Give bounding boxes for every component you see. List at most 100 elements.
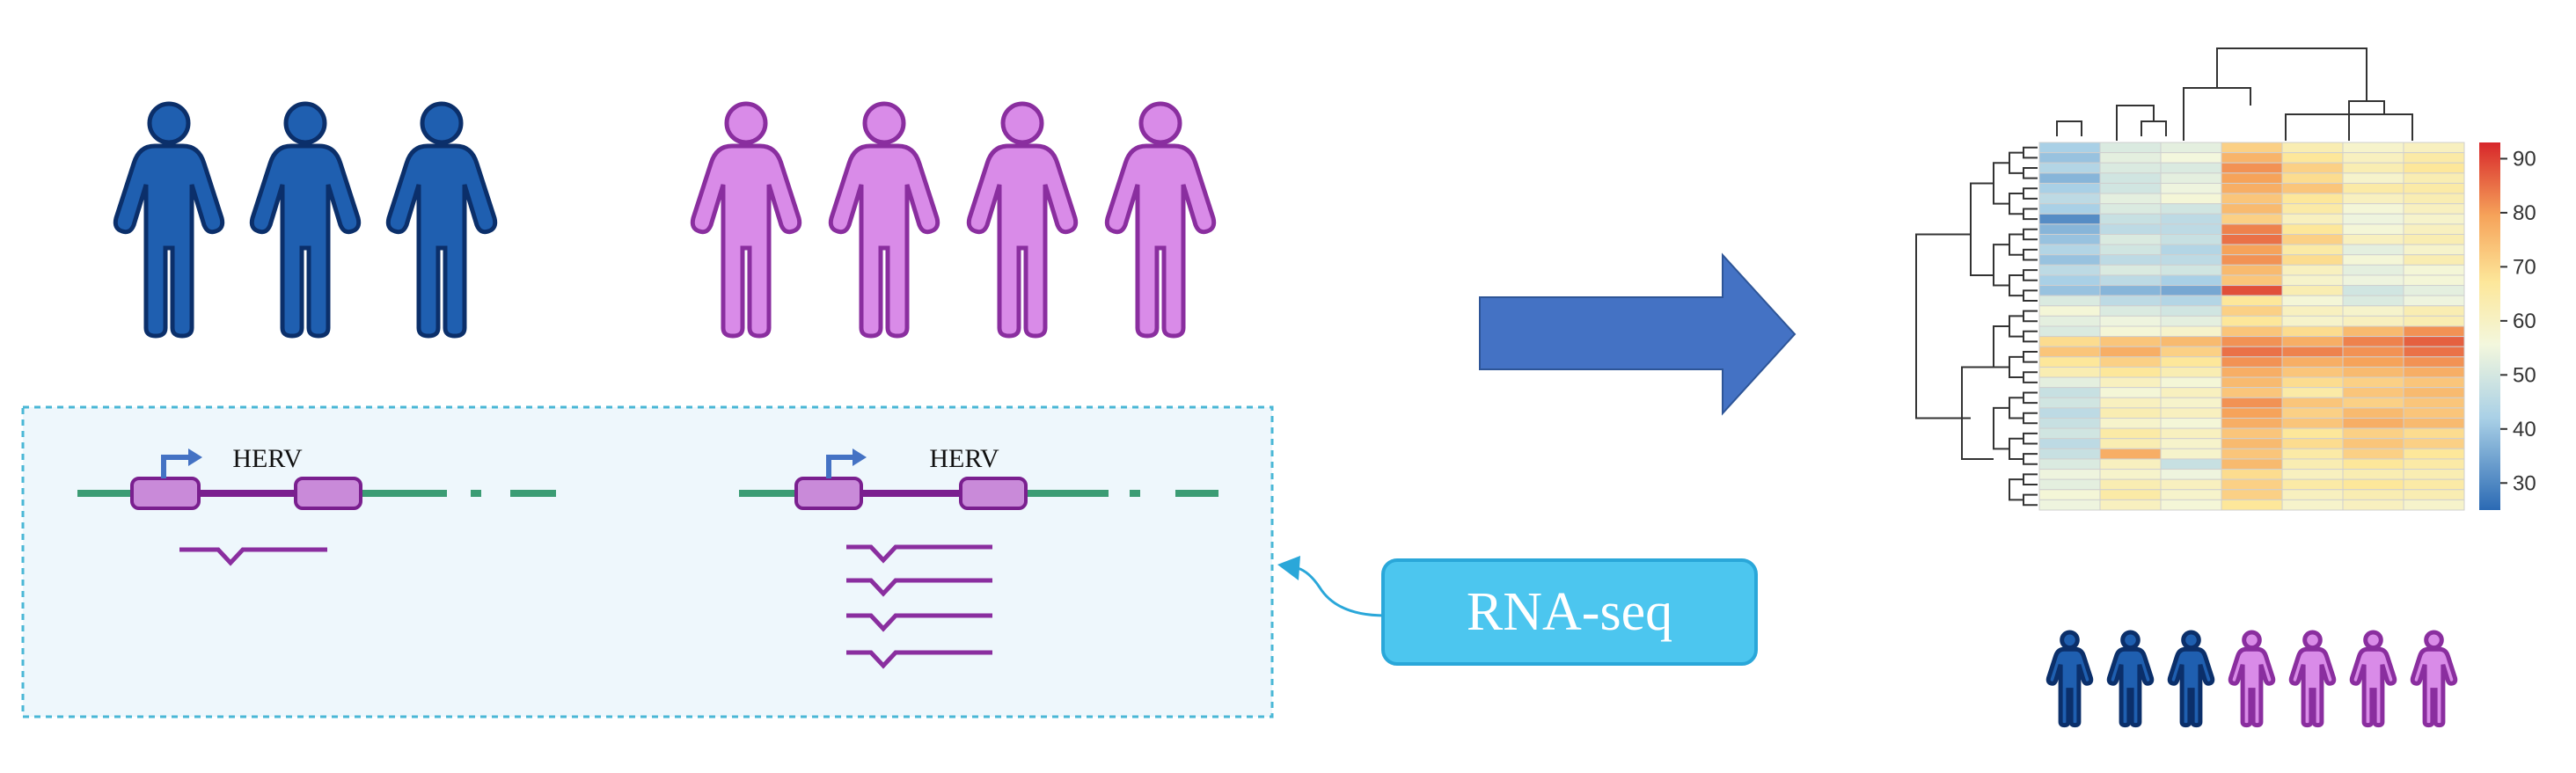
heatmap-cell [2281,407,2344,419]
heatmap-cell [2342,356,2404,368]
heatmap-cell [2160,499,2222,511]
heatmap-cell [2281,274,2344,287]
person-icon [252,104,358,336]
heatmap-cell [2221,448,2283,460]
dendrogram-branch [2009,437,2023,460]
heatmap-cell [2038,213,2101,225]
heatmap-cell [2038,376,2101,389]
genome-panel-frame [21,405,1274,718]
colorbar-tick-label: 80 [2513,201,2536,225]
heatmap-cell [2038,254,2101,266]
heatmap-cell [2099,305,2162,317]
heatmap-cell [2038,458,2101,470]
heatmap-cell [2038,315,2101,327]
heatmap-cell [2403,438,2465,449]
process-arrow-icon [1479,252,1797,416]
heatmap-cell [2403,182,2465,194]
heatmap-cell [2281,234,2344,245]
heatmap-cell [2038,244,2101,256]
heatmap-cell [2160,346,2222,358]
transcript-read [846,578,992,597]
heatmap-cell [2403,356,2465,368]
heatmap-cell [2221,418,2283,429]
heatmap-cell [2342,182,2404,194]
heatmap-cell [2160,458,2222,470]
heatmap-cell [2221,172,2283,184]
heatmap-cell [2038,499,2101,511]
heatmap-cell [2038,142,2101,154]
heatmap-cell [2403,295,2465,307]
heatmap-cell [2342,162,2404,174]
heatmap-cell [2281,427,2344,440]
dendrogram-branch [2023,289,2038,302]
heatmap-cell [2038,346,2101,358]
heatmap-cell [2403,397,2465,409]
heatmap-cell [2160,274,2222,287]
heatmap-cell [2099,469,2162,480]
heatmap-cell [2342,295,2404,307]
heatmap-cell [2403,193,2465,205]
heatmap-cell [2281,325,2344,338]
heatmap-cell [2160,295,2222,307]
heatmap-cell [2221,346,2283,358]
locus-control: HERV [77,444,556,566]
dendrogram-branch [2009,355,2023,379]
heatmap-cell [2160,182,2222,194]
dendrogram-branch [2023,187,2038,200]
dendrogram-branch [2023,146,2038,159]
heatmap-cell [2403,499,2465,511]
heatmap-cell [2038,438,2101,449]
heatmap-cell [2403,305,2465,317]
heatmap-cell [2403,152,2465,164]
heatmap-cell [2221,478,2283,491]
heatmap-cell [2160,193,2222,205]
heatmap-cell [2342,305,2404,317]
herv-label: HERV [929,444,999,473]
dendrogram-branch [1970,182,1994,276]
heatmap-cell [2342,274,2404,287]
colorbar [2479,142,2500,510]
heatmap-cell [2342,418,2404,429]
heatmap-cell [2160,418,2222,429]
heatmap-cell [2160,305,2222,317]
dendrogram-branch [2023,432,2038,445]
heatmap-cell [2403,244,2465,256]
person-icon [2412,632,2455,726]
heatmap-cell [2160,366,2222,378]
dendrogram-branch [1961,366,1994,460]
heatmap-cell [2403,489,2465,500]
heatmap-cell [2160,376,2222,389]
rna-seq-connector [1297,566,1386,617]
heatmap-cell [2038,162,2101,174]
promoter-arrow-icon [853,448,867,466]
heatmap-cell [2281,142,2344,154]
heatmap-cell [2038,469,2101,480]
heatmap-cell [2221,285,2283,296]
dendrogram-branch [2023,473,2038,485]
heatmap-cell [2221,142,2283,154]
heatmap-cell [2281,244,2344,256]
heatmap-cell [2221,182,2283,194]
heatmap-cell [2221,366,2283,378]
heatmap-cell [2038,152,2101,164]
heatmap-cell [2221,376,2283,389]
dendrogram-branch [2009,315,2023,338]
heatmap-cell [2221,499,2283,511]
dendrogram-branch [2023,391,2038,405]
dendrogram-branch [2023,351,2038,363]
heatmap-cell [2221,469,2283,480]
dendrogram-branch [2023,208,2038,221]
person-icon [692,104,799,336]
heatmap-cell [2099,418,2162,429]
dendrogram-branch [2009,151,2023,174]
heatmap-cell [2099,499,2162,511]
heatmap-cell [2281,418,2344,429]
heatmap-cell [2099,193,2162,205]
heatmap-cell [2342,438,2404,449]
heatmap-cell [2403,448,2465,460]
heatmap-cell [2221,162,2283,174]
heatmap-cell [2099,458,2162,470]
heatmap-cell [2099,427,2162,440]
person-icon [115,104,222,336]
heatmap-cell [2038,366,2101,378]
